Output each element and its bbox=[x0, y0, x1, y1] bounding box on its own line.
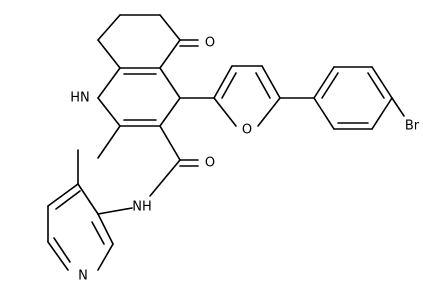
bond-pyridine-d1 bbox=[55, 190, 81, 210]
bond-furan-3 bbox=[261, 65, 281, 99]
bond-furan-5 bbox=[213, 97, 237, 127]
bond-pyridine-6 bbox=[97, 213, 114, 245]
bond-ring-a-5 bbox=[97, 39, 121, 69]
label-oxygen-ketone: O bbox=[205, 36, 215, 51]
bond-amide-ring bbox=[159, 125, 181, 161]
bond-ring-a-3 bbox=[159, 39, 181, 69]
bond-pyridine-4 bbox=[47, 241, 69, 271]
bond-furan-4 bbox=[257, 97, 281, 127]
bond-methyl-ring bbox=[97, 125, 121, 159]
bond-phenyl-d2 bbox=[367, 72, 385, 99]
bond-phenyl-d1 bbox=[321, 72, 339, 99]
bond-amide-n bbox=[149, 159, 181, 197]
bond-pyridine-d3 bbox=[91, 221, 105, 245]
label-nitrogen-pyridine: N bbox=[78, 269, 88, 284]
label-nh-amide: NH bbox=[132, 200, 152, 215]
bond-phenyl-3 bbox=[371, 66, 393, 99]
bond-phenyl-6 bbox=[313, 97, 335, 130]
label-oxygen-amide: O bbox=[205, 156, 215, 171]
bond-nh-to-pyridine bbox=[97, 207, 133, 215]
bond-pyridine-1 bbox=[77, 183, 99, 215]
bond-furan-1 bbox=[213, 65, 233, 99]
bond-pyridine-2 bbox=[47, 183, 79, 207]
bond-ring-a-6 bbox=[97, 14, 121, 41]
bond-ring-a-2 bbox=[159, 14, 181, 41]
label-nh-ring: HN bbox=[70, 91, 90, 106]
bond-phenyl-1 bbox=[313, 66, 335, 99]
bond-pyridine-5 bbox=[97, 243, 114, 271]
label-bromine: Br bbox=[405, 119, 420, 134]
bond-furan-3b bbox=[255, 72, 271, 99]
bond-to-bromine bbox=[391, 97, 405, 117]
bond-ring-b-1 bbox=[97, 67, 121, 99]
bond-pyridine-d2 bbox=[53, 237, 71, 263]
bond-furan-1b bbox=[221, 72, 237, 99]
label-oxygen-furan: O bbox=[242, 123, 252, 138]
bond-ring-b-5 bbox=[159, 67, 181, 99]
bond-phenyl-4 bbox=[371, 97, 393, 130]
bond-ring-b-4 bbox=[159, 97, 181, 127]
bond-ring-b-2 bbox=[97, 97, 121, 127]
